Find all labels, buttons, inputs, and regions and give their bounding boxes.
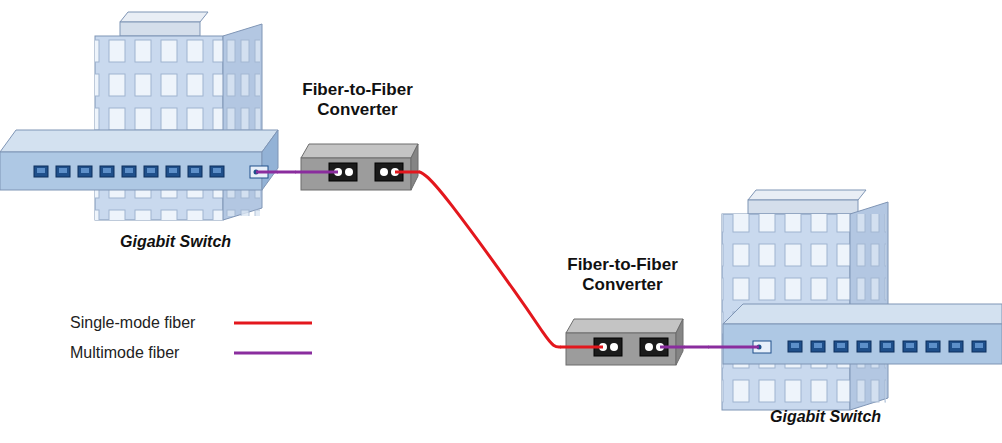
- multimode-fiber: [278, 171, 295, 174]
- legend-line-sample: [232, 318, 316, 328]
- legend-entry: Multimode fiber: [70, 338, 316, 368]
- converter-label: Fiber-to-Fiber Converter: [295, 80, 420, 120]
- legend-text: Multimode fiber: [70, 344, 232, 362]
- converter-label: Fiber-to-Fiber Converter: [560, 255, 685, 295]
- device-label: Gigabit Switch: [120, 232, 231, 252]
- single-mode-fiber: [420, 172, 560, 347]
- multimode-fiber: [685, 346, 708, 349]
- legend-line-sample: [232, 348, 316, 358]
- media-converter: Fiber-to-Fiber Converter: [560, 255, 685, 370]
- office-building: [722, 190, 888, 410]
- legend-text: Single-mode fiber: [70, 314, 232, 332]
- legend: Single-mode fiberMultimode fiber: [70, 308, 316, 368]
- network-switch: Gigabit Switch: [0, 128, 278, 256]
- device-label: Gigabit Switch: [770, 407, 881, 427]
- media-converter: Fiber-to-Fiber Converter: [295, 80, 420, 195]
- legend-entry: Single-mode fiber: [70, 308, 316, 338]
- network-switch: Gigabit Switch: [708, 302, 1002, 435]
